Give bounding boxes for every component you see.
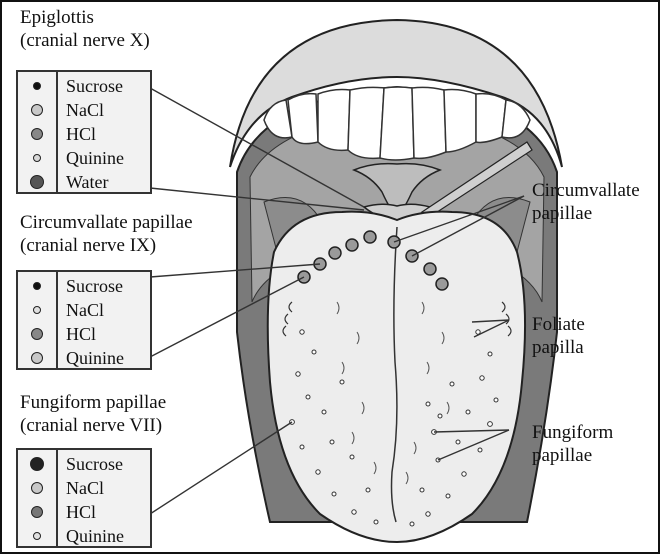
legend-label: HCl	[66, 123, 96, 145]
legend-label: NaCl	[66, 299, 104, 321]
circumvallate-nerve: (cranial nerve IX)	[20, 235, 156, 257]
right-foliate-label-1: Foliate	[532, 314, 585, 336]
papilla-marker-icon	[30, 457, 44, 471]
papilla-marker-icon	[30, 175, 44, 189]
right-circumvallate-label-2: papillae	[532, 203, 592, 225]
papilla-marker-icon	[31, 482, 43, 494]
circumvallate-title: Circumvallate papillae	[20, 212, 193, 234]
legend-label: HCl	[66, 501, 96, 523]
circumvallate-legend: SucroseNaClHClQuinine	[16, 270, 152, 370]
fungiform-legend: SucroseNaClHClQuinine	[16, 448, 152, 548]
fungiform-title: Fungiform papillae	[20, 392, 166, 414]
epiglottis-title: Epiglottis	[20, 7, 94, 29]
legend-label: Sucrose	[66, 275, 123, 297]
papilla-marker-icon	[31, 352, 43, 364]
legend-row: Sucrose	[18, 275, 150, 297]
legend-row: NaCl	[18, 299, 150, 321]
papilla-marker-icon	[33, 82, 41, 90]
legend-row: HCl	[18, 323, 150, 345]
legend-label: Quinine	[66, 525, 124, 547]
epiglottis-nerve: (cranial nerve X)	[20, 30, 150, 52]
papilla-marker-icon	[33, 282, 41, 290]
legend-row: Quinine	[18, 525, 150, 547]
legend-label: NaCl	[66, 99, 104, 121]
legend-row: Quinine	[18, 347, 150, 369]
right-fungiform-label-1: Fungiform	[532, 422, 613, 444]
legend-label: HCl	[66, 323, 96, 345]
right-foliate-label-2: papilla	[532, 337, 584, 359]
right-circumvallate-label-1: Circumvallate	[532, 180, 640, 202]
legend-row: Sucrose	[18, 75, 150, 97]
papilla-marker-icon	[31, 128, 43, 140]
papilla-marker-icon	[33, 154, 41, 162]
legend-row: Water	[18, 171, 150, 193]
legend-row: Quinine	[18, 147, 150, 169]
legend-label: Sucrose	[66, 75, 123, 97]
right-fungiform-label-2: papillae	[532, 445, 592, 467]
legend-label: Quinine	[66, 347, 124, 369]
legend-row: NaCl	[18, 99, 150, 121]
fungiform-nerve: (cranial nerve VII)	[20, 415, 162, 437]
legend-label: Quinine	[66, 147, 124, 169]
legend-row: HCl	[18, 501, 150, 523]
legend-label: NaCl	[66, 477, 104, 499]
legend-label: Sucrose	[66, 453, 123, 475]
legend-label: Water	[66, 171, 109, 193]
papilla-marker-icon	[31, 328, 43, 340]
papilla-marker-icon	[33, 306, 41, 314]
papilla-marker-icon	[31, 506, 43, 518]
legend-row: HCl	[18, 123, 150, 145]
papilla-marker-icon	[31, 104, 43, 116]
epiglottis-legend: SucroseNaClHClQuinineWater	[16, 70, 152, 194]
papilla-marker-icon	[33, 532, 41, 540]
legend-row: NaCl	[18, 477, 150, 499]
legend-row: Sucrose	[18, 453, 150, 475]
